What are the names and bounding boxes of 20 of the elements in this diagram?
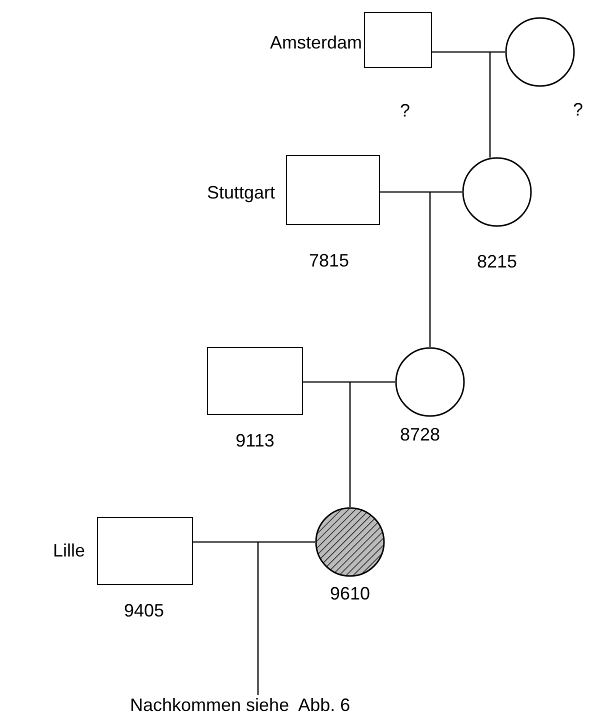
partner-line [193, 541, 315, 543]
id-number: ? [400, 100, 410, 122]
id-number: 7815 [308, 250, 350, 272]
note-text: Nachkommen siehe Abb. 6 [130, 695, 390, 717]
place-label: Stuttgart [206, 182, 276, 204]
id-number: 9113 [236, 430, 274, 452]
descent-line [489, 52, 491, 158]
id-number: 9405 [124, 600, 164, 622]
descent-line [257, 542, 259, 695]
descent-line [429, 192, 431, 347]
descent-line [349, 382, 351, 507]
place-label: Lille [52, 540, 86, 562]
partner-line [303, 381, 395, 383]
id-number: ? [573, 100, 583, 120]
id-number: 9610 [330, 584, 370, 604]
id-number: 8728 [400, 424, 440, 446]
partner-line [380, 191, 462, 193]
partner-line [432, 51, 505, 53]
place-label: Amsterdam [270, 32, 362, 54]
id-number: 8215 [476, 252, 518, 272]
